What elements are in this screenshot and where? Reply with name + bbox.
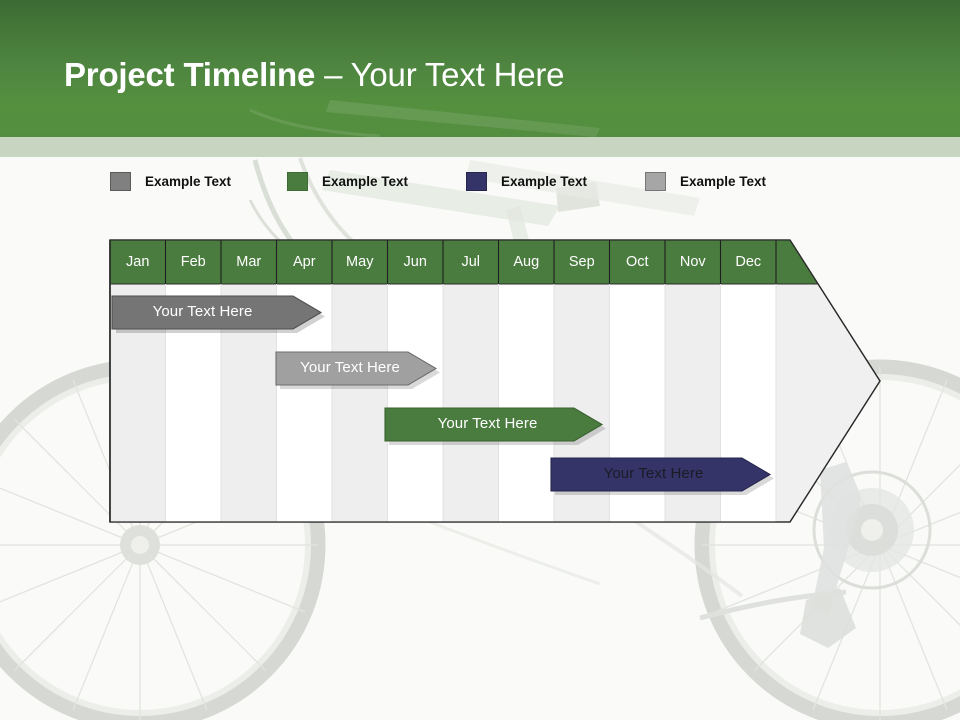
legend-swatch-icon [110, 171, 131, 191]
task-bar-4-label: Your Text Here [603, 465, 704, 482]
task-bar-2-label: Your Text Here [300, 359, 400, 376]
legend-swatch-icon [287, 171, 308, 191]
page-title: Project Timeline – Your Text Here [64, 56, 564, 94]
month-label-jul: Jul [461, 254, 481, 270]
legend-item-label: Example Text [145, 173, 232, 189]
task-bar-3[interactable] [384, 407, 606, 445]
legend-item-4[interactable]: Example Text [645, 168, 766, 194]
month-label-jan: Jan [126, 254, 150, 270]
header-banner: Project Timeline – Your Text Here [0, 0, 960, 137]
legend-item-3[interactable]: Example Text [466, 168, 587, 194]
legend-item-label: Example Text [322, 173, 409, 189]
month-label-nov: Nov [679, 254, 706, 270]
month-label-aug: Aug [513, 254, 540, 270]
task-bar-2[interactable] [275, 351, 440, 389]
chart-month-header-row [110, 240, 818, 285]
page-title-bold: Project Timeline [64, 56, 316, 93]
legend-swatch-icon [466, 171, 487, 191]
month-label-apr: Apr [292, 254, 316, 270]
month-label-may: May [346, 254, 374, 270]
month-label-dec: Dec [735, 254, 762, 270]
legend-item-label: Example Text [501, 173, 588, 189]
header-decoration [249, 100, 600, 137]
legend-swatch-icon [645, 171, 666, 191]
legend-item-1[interactable]: Example Text [110, 168, 231, 194]
legend-item-label: Example Text [680, 173, 767, 189]
month-label-sep: Sep [568, 254, 595, 270]
page-title-separator: – [315, 56, 351, 93]
task-bar-3-label: Your Text Here [437, 415, 538, 432]
legend: Example Text Example Text Example Text E… [0, 168, 960, 196]
month-label-oct: Oct [625, 254, 649, 270]
task-bar-4[interactable] [550, 457, 774, 495]
month-label-jun: Jun [403, 254, 427, 270]
task-bar-1-label: Your Text Here [152, 303, 253, 320]
header-underband [0, 137, 960, 157]
page-title-light: Your Text Here [350, 56, 565, 93]
month-label-mar: Mar [236, 254, 262, 270]
month-label-feb: Feb [180, 254, 206, 270]
legend-item-2[interactable]: Example Text [287, 168, 408, 194]
task-bar-1[interactable] [111, 295, 325, 333]
